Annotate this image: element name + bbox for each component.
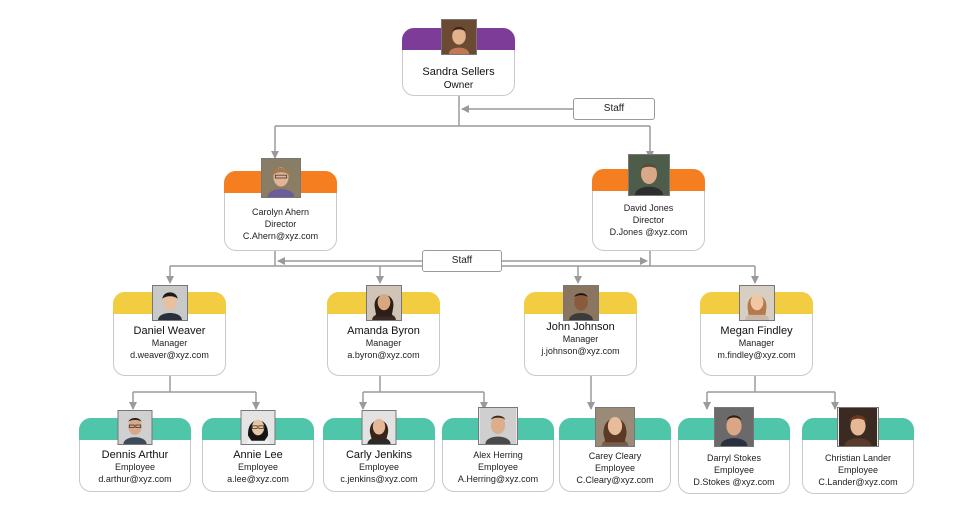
manager-email: j.johnson@xyz.com <box>541 346 620 356</box>
director-name: David Jones <box>623 203 674 213</box>
employee-text: Dennis Arthur Employee d.arthur@xyz.com <box>80 449 190 485</box>
manager-role: Manager <box>738 338 775 348</box>
manager-node[interactable]: Megan Findley Manager m.findley@xyz.com <box>700 285 813 376</box>
employee-email: a.lee@xyz.com <box>227 474 289 484</box>
owner-node[interactable]: Sandra Sellers Owner <box>402 19 515 96</box>
employee-name: Carey Cleary <box>588 451 642 461</box>
director-name: Carolyn Ahern <box>251 207 310 217</box>
manager-name: Megan Findley <box>720 325 793 337</box>
employee-avatar <box>595 407 635 447</box>
director-text: Carolyn Ahern Director C.Ahern@xyz.com <box>225 206 336 242</box>
employee-role: Employee <box>237 462 279 472</box>
manager-avatar <box>738 285 775 321</box>
director-role: Director <box>632 215 665 225</box>
employee-node[interactable]: Alex Herring Employee A.Herring@xyz.com <box>442 407 554 492</box>
employee-name: Annie Lee <box>233 449 283 461</box>
employee-avatar <box>837 407 879 447</box>
employee-role: Employee <box>114 462 156 472</box>
employee-email: c.jenkins@xyz.com <box>340 474 418 484</box>
employee-node[interactable]: Christian Lander Employee C.Lander@xyz.c… <box>802 407 914 494</box>
director-avatar <box>627 154 670 196</box>
director-text: David Jones Director D.Jones @xyz.com <box>593 202 704 238</box>
director-node[interactable]: David Jones Director D.Jones @xyz.com <box>592 154 705 251</box>
employee-email: d.arthur@xyz.com <box>98 474 172 484</box>
manager-name: Amanda Byron <box>347 325 420 337</box>
manager-avatar <box>562 285 599 321</box>
employee-name: Carly Jenkins <box>345 449 413 461</box>
employee-name: Darryl Stokes <box>706 453 761 463</box>
employee-role: Employee <box>477 462 519 472</box>
employee-email: C.Cleary@xyz.com <box>576 475 654 485</box>
employee-email: D.Stokes @xyz.com <box>693 477 775 487</box>
director-email: C.Ahern@xyz.com <box>242 231 319 241</box>
employee-node[interactable]: Annie Lee Employee a.lee@xyz.com <box>202 410 314 492</box>
director-email: D.Jones @xyz.com <box>609 227 688 237</box>
manager-node[interactable]: Amanda Byron Manager a.byron@xyz.com <box>327 285 440 376</box>
manager-email: d.weaver@xyz.com <box>130 350 209 360</box>
manager-role: Manager <box>562 334 599 344</box>
manager-text: Amanda Byron Manager a.byron@xyz.com <box>328 325 439 361</box>
employee-name: Dennis Arthur <box>101 449 169 461</box>
employee-avatar <box>714 407 754 447</box>
employee-email: C.Lander@xyz.com <box>818 477 898 487</box>
manager-name: Daniel Weaver <box>133 325 206 337</box>
manager-email: a.byron@xyz.com <box>347 350 420 360</box>
employee-text: Carey Cleary Employee C.Cleary@xyz.com <box>560 450 670 486</box>
employee-name: Alex Herring <box>473 450 523 460</box>
employee-text: Alex Herring Employee A.Herring@xyz.com <box>443 449 553 485</box>
employee-node[interactable]: Carly Jenkins Employee c.jenkins@xyz.com <box>323 410 435 492</box>
employee-avatar <box>240 410 276 445</box>
manager-node[interactable]: Daniel Weaver Manager d.weaver@xyz.com <box>113 285 226 376</box>
employee-avatar <box>361 410 397 445</box>
manager-email: m.findley@xyz.com <box>717 350 796 360</box>
director-avatar <box>260 158 301 198</box>
manager-avatar <box>151 285 188 321</box>
manager-node[interactable]: John Johnson Manager j.johnson@xyz.com <box>524 285 637 376</box>
manager-text: Megan Findley Manager m.findley@xyz.com <box>701 325 812 361</box>
manager-role: Manager <box>151 338 188 348</box>
employee-text: Carly Jenkins Employee c.jenkins@xyz.com <box>324 449 434 485</box>
employee-text: Annie Lee Employee a.lee@xyz.com <box>203 449 313 485</box>
employee-text: Darryl Stokes Employee D.Stokes @xyz.com <box>679 452 789 488</box>
employee-role: Employee <box>837 465 879 475</box>
director-node[interactable]: Carolyn Ahern Director C.Ahern@xyz.com <box>224 158 337 251</box>
manager-role: Manager <box>365 338 402 348</box>
employee-node[interactable]: Dennis Arthur Employee d.arthur@xyz.com <box>79 410 191 492</box>
employee-avatar <box>478 407 518 445</box>
employee-email: A.Herring@xyz.com <box>457 474 539 484</box>
employee-node[interactable]: Darryl Stokes Employee D.Stokes @xyz.com <box>678 407 790 494</box>
owner-text: Sandra Sellers Owner <box>403 65 514 93</box>
employee-name: Christian Lander <box>824 453 892 463</box>
owner-name: Sandra Sellers <box>422 66 495 78</box>
manager-avatar <box>365 285 402 321</box>
owner-role: Owner <box>443 80 474 91</box>
employee-avatar <box>117 410 153 445</box>
manager-text: John Johnson Manager j.johnson@xyz.com <box>525 321 636 357</box>
employee-text: Christian Lander Employee C.Lander@xyz.c… <box>803 452 913 488</box>
staff-label-middle: Staff <box>422 250 502 272</box>
manager-name: John Johnson <box>546 321 615 333</box>
employee-role: Employee <box>594 463 636 473</box>
owner-avatar <box>440 19 477 55</box>
employee-role: Employee <box>358 462 400 472</box>
manager-text: Daniel Weaver Manager d.weaver@xyz.com <box>114 325 225 361</box>
staff-label-top: Staff <box>573 98 655 120</box>
director-role: Director <box>264 219 297 229</box>
employee-node[interactable]: Carey Cleary Employee C.Cleary@xyz.com <box>559 407 671 492</box>
employee-role: Employee <box>713 465 755 475</box>
